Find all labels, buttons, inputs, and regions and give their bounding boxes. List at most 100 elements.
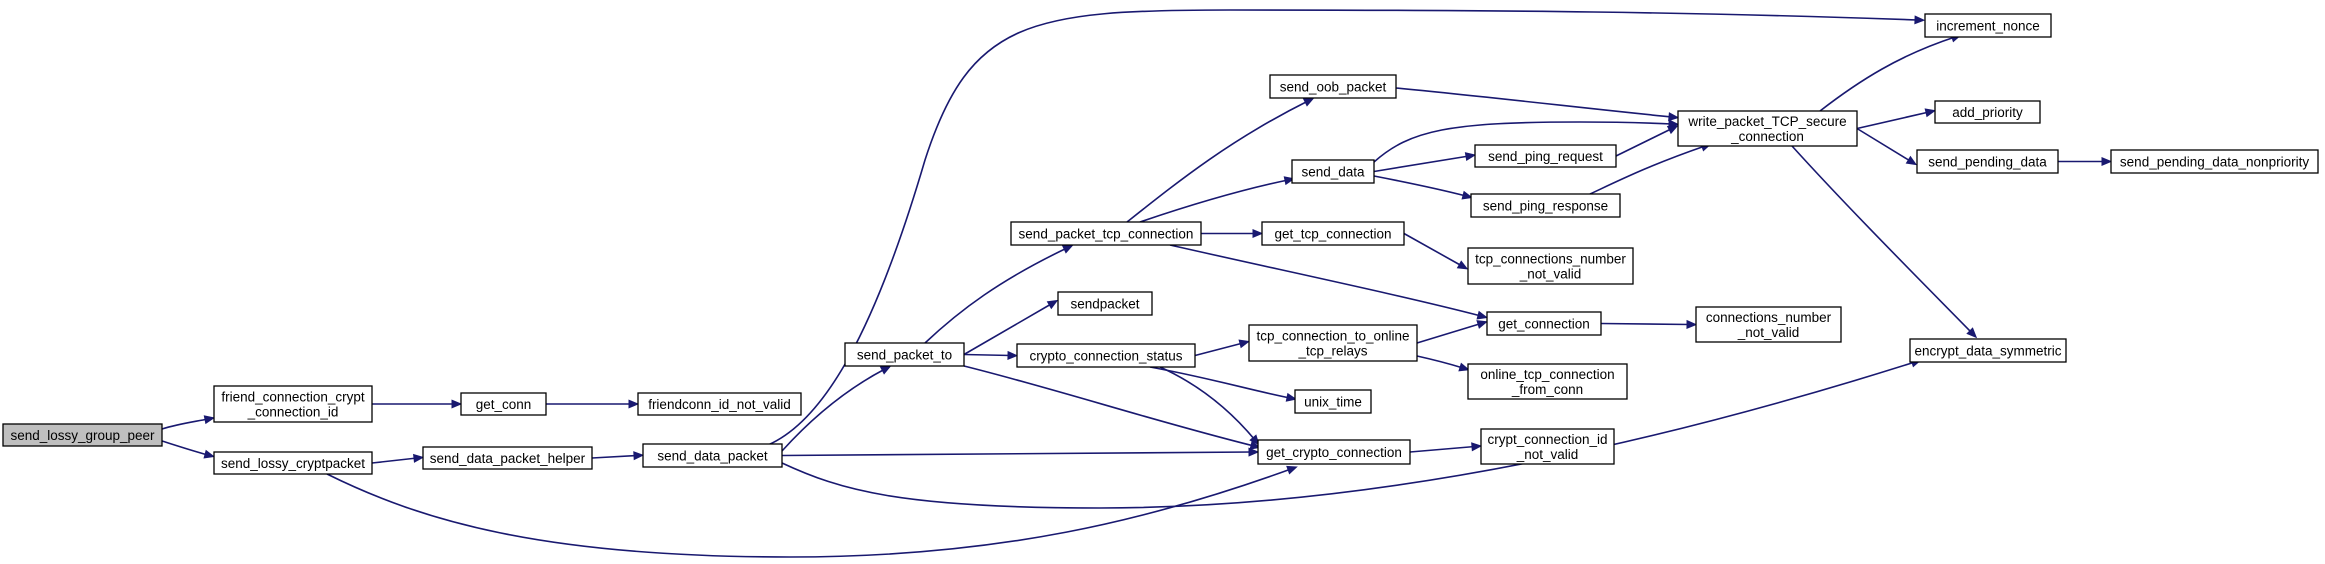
node-send_ping_request[interactable]: send_ping_request — [1474, 144, 1617, 168]
node-box — [1695, 306, 1842, 343]
edge-send_data_packet_helper-to-send_data_packet — [591, 451, 645, 461]
edge-line — [1373, 175, 1467, 197]
edge-line — [1403, 232, 1463, 267]
edge-line — [781, 361, 1916, 509]
node-label: send_data — [1301, 165, 1365, 180]
edge-send_lossy_cryptpacket-to-send_data_packet_helper — [371, 453, 425, 464]
node-send_pending_data[interactable]: send_pending_data — [1916, 149, 2059, 174]
node-label: _not_valid — [1737, 325, 1800, 340]
edge-line — [781, 451, 1253, 457]
node-add_priority[interactable]: add_priority — [1934, 100, 2041, 124]
node-crypt_connection_id_not_valid[interactable]: crypt_connection_id_not_valid — [1480, 428, 1615, 465]
edge-line — [963, 353, 1012, 357]
node-box — [642, 443, 783, 468]
node-crypto_connection_status[interactable]: crypto_connection_status — [1016, 343, 1196, 368]
node-send_pending_data_nonpriority[interactable]: send_pending_data_nonpriority — [2110, 149, 2319, 174]
node-send_packet_tcp_connection[interactable]: send_packet_tcp_connection — [1010, 221, 1202, 246]
edge-line — [1139, 179, 1289, 223]
node-friend_connection_crypt_connection_id[interactable]: friend_connection_crypt_connection_id — [213, 385, 373, 423]
node-send_packet_to[interactable]: send_packet_to — [844, 342, 965, 367]
node-label: _connection_id — [247, 405, 339, 420]
node-box — [1261, 221, 1405, 246]
arrowhead — [1248, 447, 1260, 457]
edge-send_data_packet-to-encrypt_data_symmetric — [781, 358, 1922, 509]
edge-line — [1856, 127, 1912, 163]
node-label: encrypt_data_symmetric — [1914, 344, 2061, 359]
arrowhead — [413, 453, 425, 463]
edge-write_packet_TCP_secure_connection-to-add_priority — [1856, 108, 1937, 130]
node-send_data_packet[interactable]: send_data_packet — [642, 443, 783, 468]
node-tcp_connection_to_online_tcp_relays[interactable]: tcp_connection_to_online_tcp_relays — [1248, 324, 1418, 362]
node-connections_number_not_valid[interactable]: connections_number_not_valid — [1695, 306, 1842, 343]
node-label: send_packet_tcp_connection — [1019, 227, 1194, 242]
arrowhead — [1966, 327, 1978, 339]
node-box — [1016, 343, 1196, 368]
edge-send_packet_tcp_connection-to-send_oob_packet — [1126, 97, 1315, 223]
node-box — [1257, 439, 1411, 465]
node-get_tcp_connection[interactable]: get_tcp_connection — [1261, 221, 1405, 246]
node-label: _not_valid — [1519, 267, 1582, 282]
edge-get_connection-to-connections_number_not_valid — [1600, 319, 1698, 330]
edge-line — [1373, 121, 1673, 163]
node-label: friendconn_id_not_valid — [648, 397, 791, 412]
node-get_crypto_connection[interactable]: get_crypto_connection — [1257, 439, 1411, 465]
edge-send_packet_to-to-send_packet_tcp_connection — [924, 244, 1074, 344]
node-friendconn_id_not_valid[interactable]: friendconn_id_not_valid — [637, 392, 802, 416]
edge-send_packet_tcp_connection-to-get_connection — [1169, 244, 1489, 320]
edge-send_data_packet-to-increment_nonce — [767, 9, 1926, 446]
node-box — [213, 451, 373, 475]
node-box — [213, 385, 373, 423]
node-send_lossy_group_peer[interactable]: send_lossy_group_peer — [2, 423, 163, 447]
edge-line — [1126, 100, 1309, 223]
arrowhead — [1476, 320, 1488, 329]
edge-send_ping_request-to-write_packet_TCP_secure_connection — [1615, 125, 1679, 157]
arrowhead — [1302, 97, 1315, 107]
node-box — [2, 423, 163, 447]
arrowhead — [1668, 112, 1680, 122]
node-label: get_tcp_connection — [1274, 227, 1391, 242]
node-label: online_tcp_connection — [1480, 367, 1614, 382]
node-encrypt_data_symmetric[interactable]: encrypt_data_symmetric — [1909, 338, 2067, 363]
node-label: _connection — [1730, 129, 1804, 144]
node-sendpacket[interactable]: sendpacket — [1057, 291, 1153, 316]
edge-send_data-to-send_ping_request — [1373, 152, 1477, 173]
edge-line — [1589, 145, 1706, 195]
edge-send_packet_to-to-crypto_connection_status — [963, 350, 1019, 360]
edge-send_data-to-send_ping_response — [1373, 175, 1474, 200]
edge-line — [161, 418, 209, 430]
node-label: get_connection — [1498, 317, 1590, 332]
node-write_packet_TCP_secure_connection[interactable]: write_packet_TCP_secure_connection — [1677, 110, 1858, 147]
node-online_tcp_connection_from_conn[interactable]: online_tcp_connection_from_conn — [1467, 363, 1628, 400]
node-label: _tcp_relays — [1297, 344, 1367, 359]
node-tcp_connections_number_not_valid[interactable]: tcp_connections_number_not_valid — [1467, 247, 1634, 285]
edge-write_packet_TCP_secure_connection-to-send_pending_data — [1856, 127, 1918, 166]
node-get_conn[interactable]: get_conn — [460, 392, 547, 416]
node-increment_nonce[interactable]: increment_nonce — [1924, 13, 2052, 38]
node-box — [1916, 149, 2059, 174]
node-send_data_packet_helper[interactable]: send_data_packet_helper — [422, 446, 593, 470]
node-box — [1291, 159, 1375, 184]
node-send_oob_packet[interactable]: send_oob_packet — [1269, 74, 1397, 99]
node-box — [637, 392, 802, 416]
node-label: friend_connection_crypt — [221, 390, 365, 405]
node-send_lossy_cryptpacket[interactable]: send_lossy_cryptpacket — [213, 451, 373, 475]
node-label: get_conn — [476, 397, 532, 412]
node-unix_time[interactable]: unix_time — [1294, 389, 1372, 414]
node-label: tcp_connections_number — [1475, 252, 1626, 267]
edge-get_crypto_connection-to-crypt_connection_id_not_valid — [1409, 442, 1483, 453]
node-send_data[interactable]: send_data — [1291, 159, 1375, 184]
edge-send_pending_data-to-send_pending_data_nonpriority — [2058, 156, 2113, 167]
node-send_ping_response[interactable]: send_ping_response — [1470, 193, 1621, 218]
arrowhead — [1666, 125, 1679, 135]
arrowhead — [1905, 155, 1918, 166]
node-box — [844, 342, 965, 367]
arrowhead — [1458, 362, 1470, 372]
edge-write_packet_TCP_secure_connection-to-encrypt_data_symmetric — [1791, 145, 1978, 339]
edge-line — [1600, 322, 1691, 326]
edge-get_tcp_connection-to-tcp_connections_number_not_valid — [1403, 232, 1469, 270]
arrowhead — [1476, 310, 1489, 320]
node-label: send_packet_to — [857, 348, 952, 363]
arrowhead — [879, 365, 892, 375]
arrowhead — [1061, 244, 1074, 254]
node-get_connection[interactable]: get_connection — [1486, 311, 1602, 336]
